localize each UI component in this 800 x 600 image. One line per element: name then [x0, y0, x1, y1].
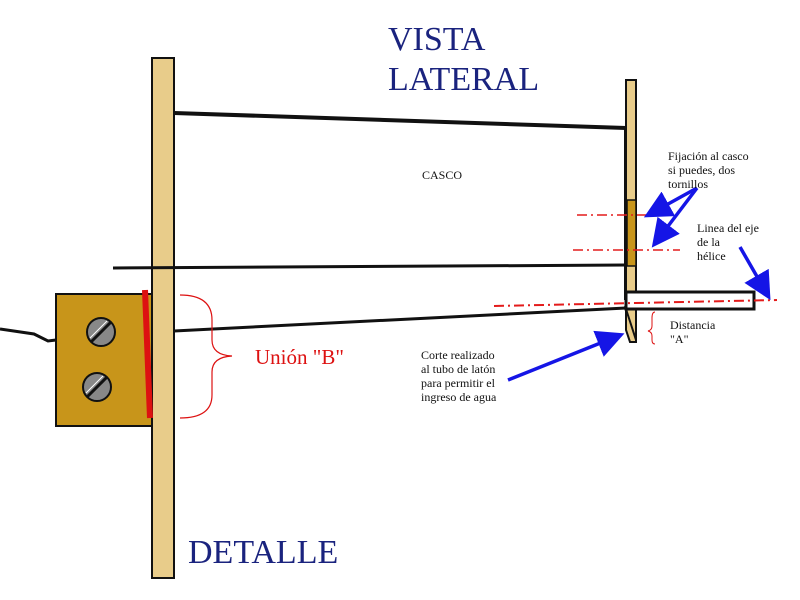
title-lateral: LATERAL [388, 61, 539, 98]
corte-line-1: Corte realizado [421, 348, 495, 362]
distancia-line-2: "A" [670, 332, 689, 346]
casco-label: CASCO [422, 168, 462, 182]
linea-eje-line-2: de la [697, 235, 721, 249]
shaft-cut [624, 305, 637, 341]
linea-eje-line-3: hélice [697, 249, 726, 263]
left-wood-board [151, 57, 175, 579]
linea-eje-line-1: Linea del eje [697, 221, 759, 235]
propeller-axis-line [493, 299, 778, 307]
hull-middle-line [112, 263, 627, 270]
arrow-icon [643, 186, 698, 218]
fijacion-line-3: tornillos [668, 177, 708, 191]
title-detalle: DETALLE [188, 534, 338, 571]
corte-line-4: ingreso de agua [421, 390, 497, 404]
title-vista: VISTA [388, 21, 486, 58]
screw-slotted-icon [82, 372, 112, 402]
fijacion-line-1: Fijación al casco [668, 149, 749, 163]
distancia-line-1: Distancia [670, 318, 716, 332]
distance-bracket [647, 311, 656, 345]
union-b-brace [179, 294, 233, 419]
mounting-plate [626, 199, 637, 267]
screw-slotted-icon [86, 317, 116, 347]
wire [0, 327, 57, 343]
brass-connector-block [55, 293, 153, 427]
fijacion-line-2: si puedes, dos [668, 163, 735, 177]
hull-bottom-line [173, 306, 627, 333]
corte-line-3: para permitir el [421, 376, 496, 390]
hull-top-line [173, 111, 627, 130]
union-b-label: Unión "B" [255, 345, 344, 369]
corte-line-2: al tubo de latón [421, 362, 495, 376]
arrow-icon [651, 186, 699, 248]
arrow-icon [738, 246, 771, 301]
arrow-icon [507, 330, 625, 382]
union-b-strip [142, 289, 153, 419]
